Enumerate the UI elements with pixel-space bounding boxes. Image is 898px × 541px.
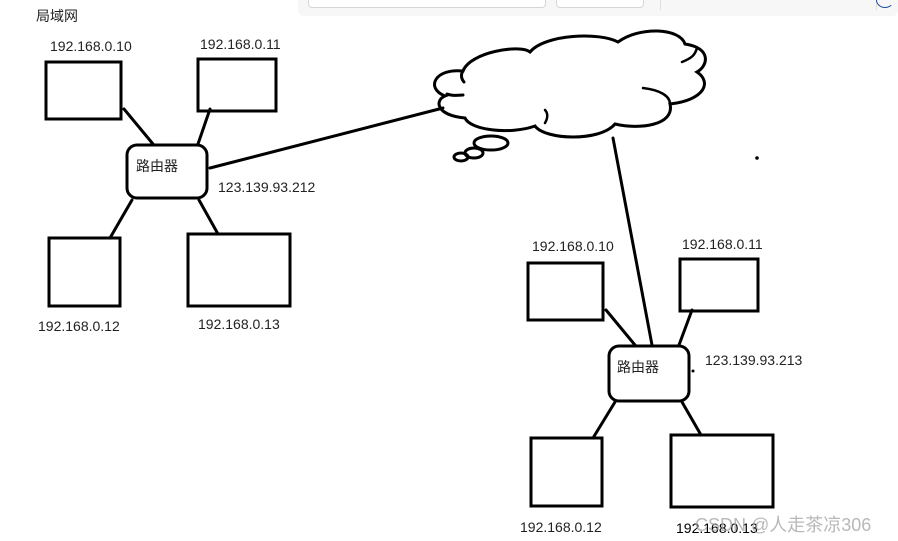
host-ip-label: 192.168.0.12 [38,318,120,334]
link-right-2 [677,308,694,347]
diagram-title: 局域网 [36,8,78,24]
link-right-1 [604,308,637,347]
host-ip-label: 192.168.0.11 [682,236,763,252]
router-label: 路由器 [136,158,178,174]
link-left-3 [108,198,134,240]
toolbar-button[interactable] [556,0,644,8]
top-toolbar [298,0,898,16]
link-left-to-cloud [208,106,445,170]
link-right-4 [680,400,703,437]
link-left-2 [196,107,212,146]
router-box-right [607,344,691,403]
host-ip-label: 192.168.0.13 [198,316,280,332]
toolbar-circle-icon[interactable] [876,0,894,8]
watermark: CSDN @人走茶凉306 [695,515,872,535]
toolbar-input[interactable] [308,0,546,8]
cloud-bubble-small [452,151,470,163]
link-left-4 [197,198,220,236]
link-left-1 [122,107,155,146]
host-ip-label: 192.168.0.12 [520,519,602,535]
host-ip-label: 192.168.0.10 [532,238,614,254]
host-box-left-3 [47,236,122,308]
router-public-ip: 123.139.93.212 [218,179,316,195]
host-box-left-2 [196,57,278,113]
router-label: 路由器 [617,359,659,375]
internet-cloud-icon [433,29,707,139]
router-public-ip: 123.139.93.213 [705,352,803,368]
link-right-to-cloud [611,136,654,347]
cloud-bubble-large [472,134,510,152]
router-box-left [125,143,209,200]
toolbar-divider [660,0,661,10]
host-box-left-4 [186,232,292,308]
host-box-right-3 [529,436,604,508]
host-box-right-2 [678,257,760,313]
host-ip-label: 192.168.0.10 [50,38,132,54]
host-box-left-1 [44,60,123,121]
toolbar-divider [876,0,877,10]
host-box-right-1 [526,261,605,322]
link-right-3 [591,400,617,440]
host-box-right-4 [669,433,775,509]
stray-dot [691,369,695,373]
stray-dot [755,156,759,160]
host-ip-label: 192.168.0.11 [200,36,281,52]
host-ip-label: 192.168.0.13 [676,520,758,536]
